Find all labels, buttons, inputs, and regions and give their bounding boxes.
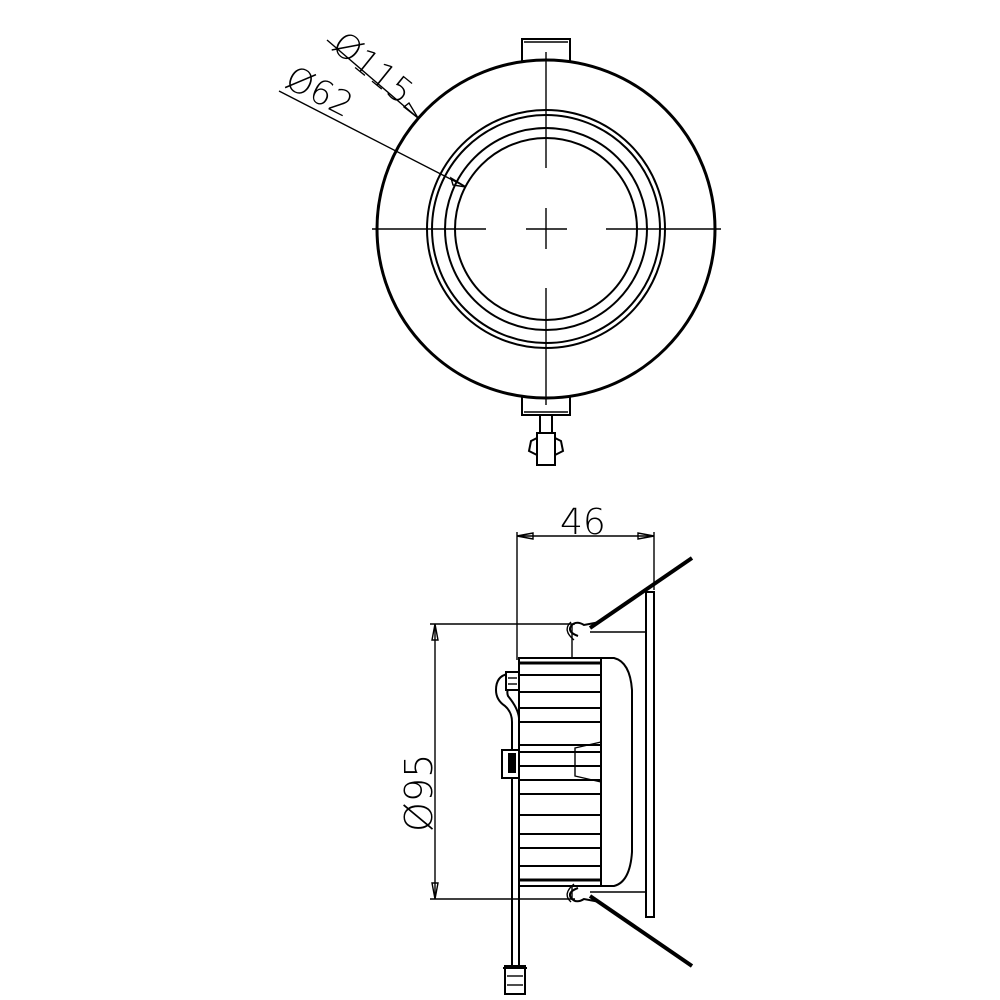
dimension-label-body-diameter: Ø95 <box>397 754 441 832</box>
dimension-label-height: 46 <box>560 502 606 543</box>
power-cable <box>494 671 527 995</box>
spring-clip-top <box>566 556 694 641</box>
dimension-height: 46 <box>516 502 655 660</box>
dimension-body-diameter: Ø95 <box>397 623 575 900</box>
cable-plug <box>504 965 526 995</box>
heatsink-body <box>518 624 646 899</box>
center-lines <box>372 52 721 405</box>
terminal-block <box>505 671 520 691</box>
side-view: 46 Ø95 <box>397 502 694 995</box>
connector-plug <box>527 414 565 466</box>
front-view: Ø115 Ø62 <box>278 24 721 466</box>
spring-clip-bottom <box>566 883 694 968</box>
trim-flange <box>645 591 655 918</box>
